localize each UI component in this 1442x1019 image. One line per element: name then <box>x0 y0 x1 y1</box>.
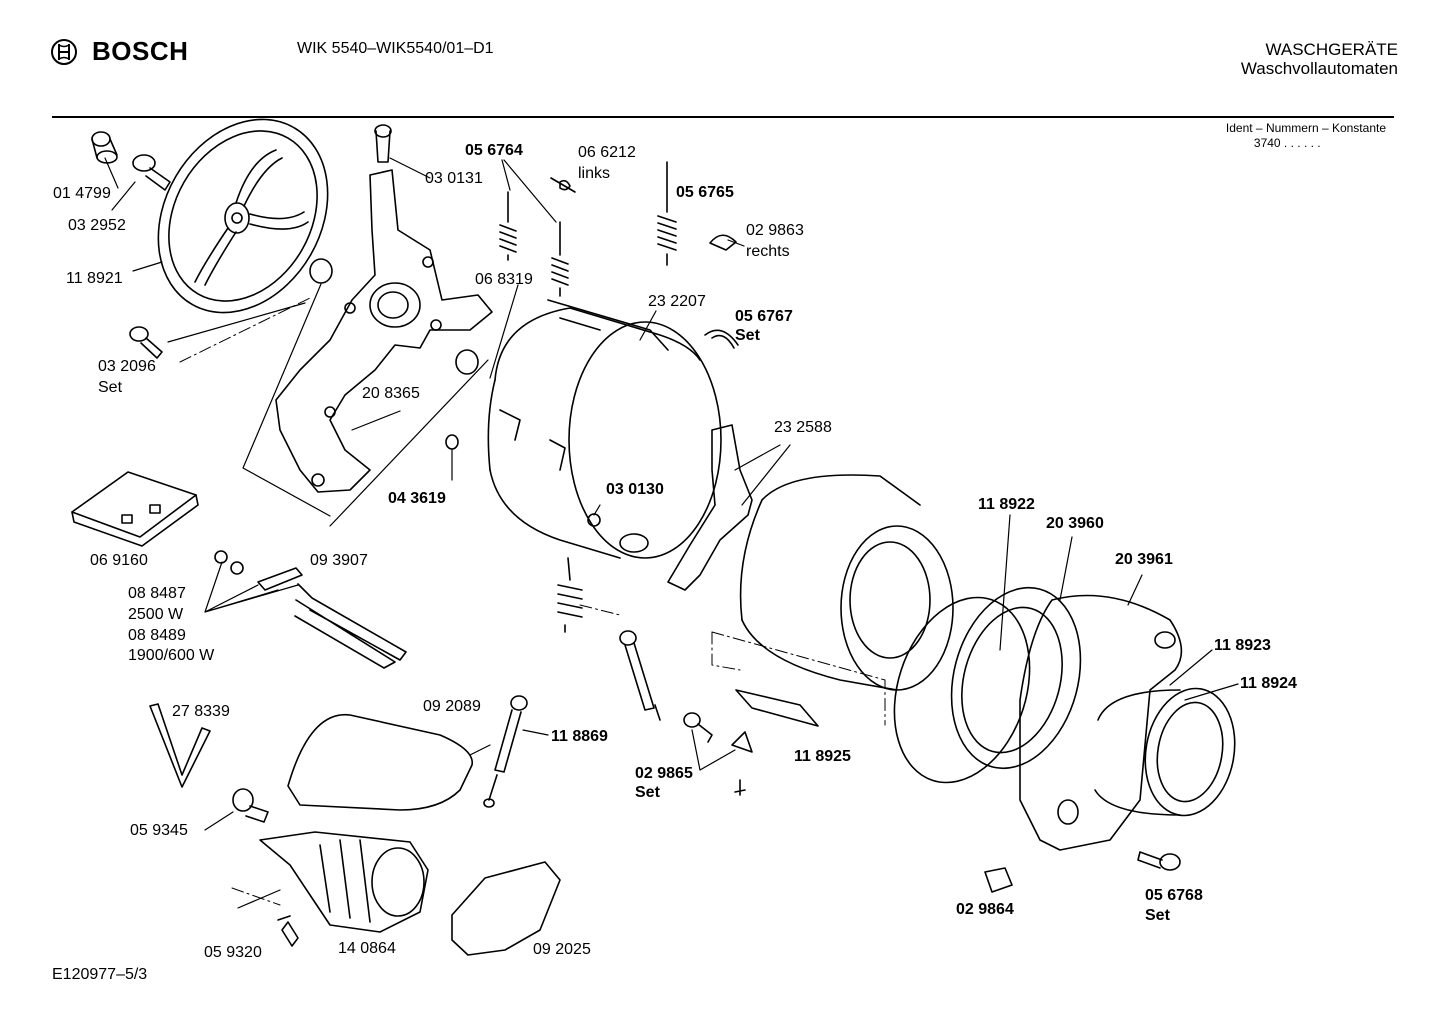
bearing-drawing <box>455 349 479 375</box>
part-label-056765: 05 6765 <box>676 184 734 201</box>
part-note-066212: links <box>578 165 611 182</box>
part-bolt-top-drawing <box>374 124 392 163</box>
part-label-032096: 03 2096 <box>98 358 156 375</box>
spring-drawing <box>499 191 569 297</box>
part-note-029863: rechts <box>746 243 790 260</box>
part-label-203960: 20 3960 <box>1046 515 1104 532</box>
part-label-140864: 14 0864 <box>338 940 396 957</box>
clip-set-drawing <box>704 329 739 349</box>
bosch-armature-icon <box>51 38 77 65</box>
part-label-088489: 08 8489 <box>128 627 186 644</box>
clip-right-drawing <box>709 234 737 251</box>
part-label-118925: 11 8925 <box>794 748 851 765</box>
suppressor-drawing <box>71 471 199 547</box>
lock-clip-drawing <box>984 867 1013 893</box>
category-subtitle: Waschvollautomaten <box>1240 59 1398 78</box>
motor-bolt-drawing <box>232 788 269 823</box>
part-label-232588: 23 2588 <box>774 419 832 436</box>
part-label-029864: 02 9864 <box>956 901 1014 918</box>
pin-drawing <box>277 915 299 947</box>
part-note-088489: 1900/600 W <box>128 647 215 664</box>
part-label-029865: 02 9865 <box>635 765 693 782</box>
bearing-bracket-drawing <box>275 169 493 493</box>
ident-value: 3740 . . . . . . <box>1253 136 1321 150</box>
drive-belt-drawing <box>149 703 211 788</box>
spring-long-drawing <box>657 161 677 266</box>
model-number: WIK 5540–WIK5540/01–D1 <box>297 40 494 57</box>
part-label-059345: 05 9345 <box>130 822 188 839</box>
part-label-014799: 01 4799 <box>53 185 111 202</box>
part-label-118922: 11 8922 <box>978 496 1035 513</box>
part-bolt-drawing <box>132 154 171 191</box>
part-note-032096: Set <box>98 379 123 396</box>
part-label-068319: 06 8319 <box>475 271 533 288</box>
motor-module-drawing <box>451 861 561 956</box>
inner-drum-drawing <box>739 474 954 691</box>
header-rule <box>52 116 1394 118</box>
small-spring-drawing <box>557 557 583 633</box>
category-block: WASCHGERÄTE Waschvollautomaten <box>1241 40 1398 78</box>
part-label-203961: 20 3961 <box>1115 551 1173 568</box>
drawing-id: E120977–5/3 <box>52 966 148 983</box>
brand-name: BOSCH <box>92 36 189 66</box>
pulley-wheel-drawing <box>157 118 329 314</box>
part-label-032952: 03 2952 <box>68 217 126 234</box>
heating-element-drawing <box>214 550 407 669</box>
drum-spider-drawing <box>667 424 753 591</box>
assembly-axes <box>179 297 886 906</box>
part-label-093907: 09 3907 <box>310 552 368 569</box>
part-label-088487: 08 8487 <box>128 585 186 602</box>
part-label-069160: 06 9160 <box>90 552 148 569</box>
part-note-056768: Set <box>1145 907 1170 924</box>
part-label-043619: 04 3619 <box>388 490 446 507</box>
part-label-056767: 05 6767 <box>735 308 793 325</box>
part-label-118921: 11 8921 <box>66 270 123 287</box>
part-label-056768: 05 6768 <box>1145 887 1203 904</box>
part-label-118924: 11 8924 <box>1240 675 1297 692</box>
clip-drawing <box>550 177 576 193</box>
part-label-066212: 06 6212 <box>578 144 636 161</box>
detergent-panel-drawing <box>735 689 819 727</box>
part-note-088487: 2500 W <box>128 606 184 623</box>
shock-absorber-drawing <box>619 630 661 721</box>
seal-ring-outer-drawing <box>893 596 1031 784</box>
door-gasket-drawing <box>1094 687 1236 817</box>
part-label-278339: 27 8339 <box>172 703 230 720</box>
ident-block: Ident – Nummern – Konstante 3740 . . . .… <box>1226 121 1386 151</box>
shock-absorber-drawing <box>483 695 528 808</box>
part-label-092025: 09 2025 <box>533 941 591 958</box>
part-screw-drawing <box>129 326 163 359</box>
part-label-030130: 03 0130 <box>606 481 664 498</box>
front-tub-drawing <box>1019 594 1183 851</box>
motor-drawing <box>259 831 429 933</box>
ident-label: Ident – Nummern – Konstante <box>1225 121 1386 135</box>
part-note-056767: Set <box>735 327 760 344</box>
category-title: WASCHGERÄTE <box>1265 40 1398 59</box>
leader-lines <box>104 157 1239 909</box>
part-label-056764: 05 6764 <box>465 142 523 159</box>
part-label-030131: 03 0131 <box>425 170 483 187</box>
part-note-029865: Set <box>635 784 660 801</box>
part-label-029863: 02 9863 <box>746 222 804 239</box>
part-label-208365: 20 8365 <box>362 385 420 402</box>
outer-tub-drawing <box>487 299 722 559</box>
front-ring-drawing <box>950 586 1082 770</box>
part-label-118869: 11 8869 <box>551 728 608 745</box>
part-sleeve-drawing <box>91 131 118 164</box>
bearing-drawing <box>309 258 333 284</box>
bosch-logo: BOSCH <box>50 36 188 67</box>
front-screw-drawing <box>1137 851 1181 871</box>
part-label-092089: 09 2089 <box>423 698 481 715</box>
part-label-232207: 23 2207 <box>648 293 706 310</box>
hinge-set-drawing <box>683 712 753 796</box>
seal-ring-drawing <box>445 434 459 450</box>
part-label-059320: 05 9320 <box>204 944 262 961</box>
part-label-118923: 11 8923 <box>1214 637 1271 654</box>
motor-cover-drawing <box>287 713 473 811</box>
